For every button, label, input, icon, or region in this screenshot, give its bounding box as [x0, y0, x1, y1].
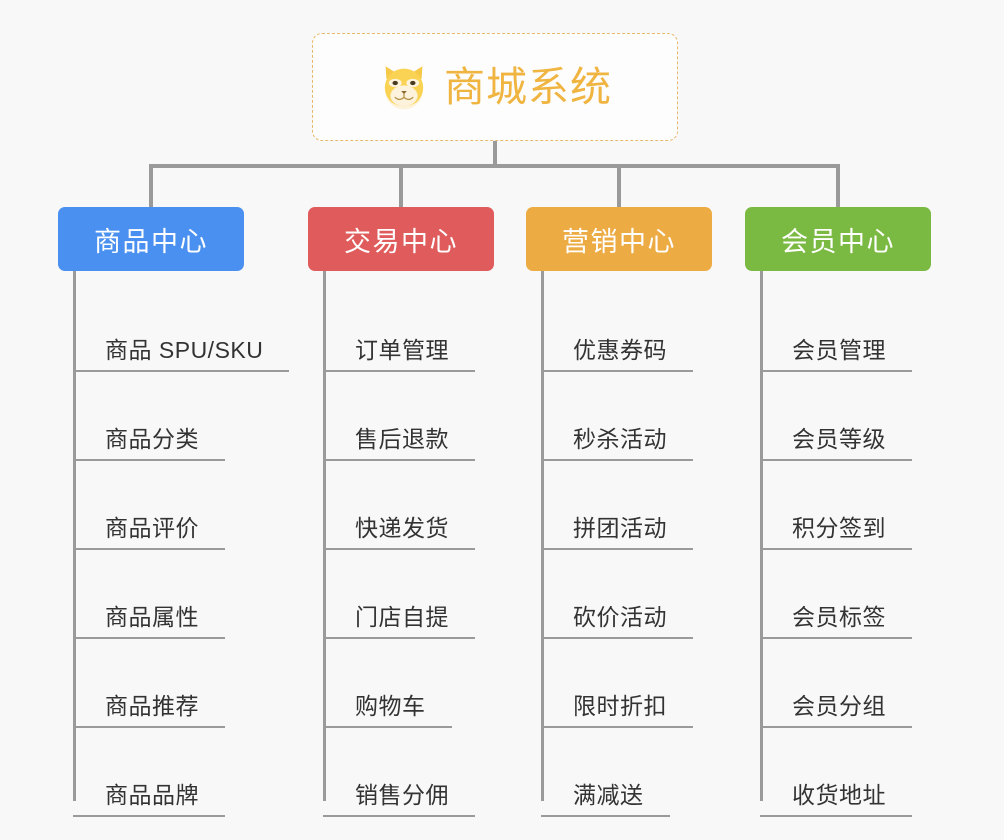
branch-header-3[interactable]: 营销中心 [526, 207, 712, 271]
leaf-label: 会员标签 [792, 603, 886, 630]
branch-column-3: 营销中心 优惠券码 秒杀活动 拼团活动 砍价活动 限时折扣 满减送 [526, 207, 716, 817]
leaf-label: 商品分类 [105, 425, 199, 452]
connector-horizontal-bar [149, 164, 840, 168]
list-item[interactable]: 购物车 [308, 639, 498, 728]
leaf-spine-3 [541, 271, 544, 801]
list-item[interactable]: 积分签到 [745, 461, 935, 550]
leaf-label: 快递发货 [355, 514, 449, 541]
list-item[interactable]: 售后退款 [308, 372, 498, 461]
leaf-spine-1 [73, 271, 76, 801]
list-item[interactable]: 优惠券码 [526, 283, 716, 372]
leaf-label: 满减送 [573, 781, 644, 808]
leaf-label: 秒杀活动 [573, 425, 667, 452]
leaf-label: 会员等级 [792, 425, 886, 452]
list-item[interactable]: 限时折扣 [526, 639, 716, 728]
leaf-spine-2 [323, 271, 326, 801]
leaf-label: 门店自提 [355, 603, 449, 630]
leaf-label: 订单管理 [355, 336, 449, 363]
leaf-label: 商品推荐 [105, 692, 199, 719]
leaf-label: 限时折扣 [573, 692, 667, 719]
list-item[interactable]: 会员分组 [745, 639, 935, 728]
leaf-label: 商品 SPU/SKU [105, 336, 264, 363]
branch-header-2[interactable]: 交易中心 [308, 207, 494, 271]
branch-header-4[interactable]: 会员中心 [745, 207, 931, 271]
list-item[interactable]: 快递发货 [308, 461, 498, 550]
connector-root-stem [493, 141, 497, 167]
branch-header-1[interactable]: 商品中心 [58, 207, 244, 271]
leaf-list-2: 订单管理 售后退款 快递发货 门店自提 购物车 销售分佣 [308, 271, 498, 817]
leaf-list-4: 会员管理 会员等级 积分签到 会员标签 会员分组 收货地址 [745, 271, 935, 817]
leaf-label: 商品属性 [105, 603, 199, 630]
list-item[interactable]: 商品推荐 [58, 639, 258, 728]
list-item[interactable]: 砍价活动 [526, 550, 716, 639]
list-item[interactable]: 会员管理 [745, 283, 935, 372]
list-item[interactable]: 满减送 [526, 728, 716, 817]
list-item[interactable]: 收货地址 [745, 728, 935, 817]
list-item[interactable]: 商品评价 [58, 461, 258, 550]
leaf-label: 商品评价 [105, 514, 199, 541]
connector-drop-3 [617, 164, 621, 208]
connector-drop-2 [399, 164, 403, 208]
connector-drop-4 [836, 164, 840, 208]
list-item[interactable]: 会员标签 [745, 550, 935, 639]
branch-column-2: 交易中心 订单管理 售后退款 快递发货 门店自提 购物车 销售分佣 [308, 207, 498, 817]
leaf-label: 会员分组 [792, 692, 886, 719]
branch-header-label: 商品中心 [94, 226, 208, 257]
leaf-label: 购物车 [355, 692, 426, 719]
leaf-label: 拼团活动 [573, 514, 667, 541]
branch-header-label: 会员中心 [781, 226, 895, 257]
root-title: 商城系统 [444, 63, 612, 110]
shiba-dog-emoji [378, 63, 430, 111]
list-item[interactable]: 商品 SPU/SKU [58, 283, 290, 372]
list-item[interactable]: 商品品牌 [58, 728, 258, 817]
leaf-label: 商品品牌 [105, 781, 199, 808]
leaf-label: 销售分佣 [355, 781, 449, 808]
leaf-label: 积分签到 [792, 514, 886, 541]
leaf-list-1: 商品 SPU/SKU 商品分类 商品评价 商品属性 商品推荐 商品品牌 [58, 271, 290, 817]
list-item[interactable]: 门店自提 [308, 550, 498, 639]
list-item[interactable]: 销售分佣 [308, 728, 498, 817]
list-item[interactable]: 秒杀活动 [526, 372, 716, 461]
branch-header-label: 交易中心 [344, 226, 458, 257]
root-node[interactable]: 商城系统 [312, 33, 678, 141]
list-item[interactable]: 商品属性 [58, 550, 258, 639]
leaf-label: 砍价活动 [573, 603, 667, 630]
list-item[interactable]: 会员等级 [745, 372, 935, 461]
list-item[interactable]: 商品分类 [58, 372, 258, 461]
branch-column-1: 商品中心 商品 SPU/SKU 商品分类 商品评价 商品属性 商品推荐 商品品牌 [58, 207, 290, 817]
leaf-label: 售后退款 [355, 425, 449, 452]
connector-drop-1 [149, 164, 153, 208]
leaf-label: 优惠券码 [573, 336, 667, 363]
branch-header-label: 营销中心 [562, 226, 676, 257]
leaf-label: 收货地址 [792, 781, 886, 808]
leaf-list-3: 优惠券码 秒杀活动 拼团活动 砍价活动 限时折扣 满减送 [526, 271, 716, 817]
leaf-label: 会员管理 [792, 336, 886, 363]
list-item[interactable]: 订单管理 [308, 283, 498, 372]
branch-column-4: 会员中心 会员管理 会员等级 积分签到 会员标签 会员分组 收货地址 [745, 207, 935, 817]
leaf-spine-4 [760, 271, 763, 801]
list-item[interactable]: 拼团活动 [526, 461, 716, 550]
